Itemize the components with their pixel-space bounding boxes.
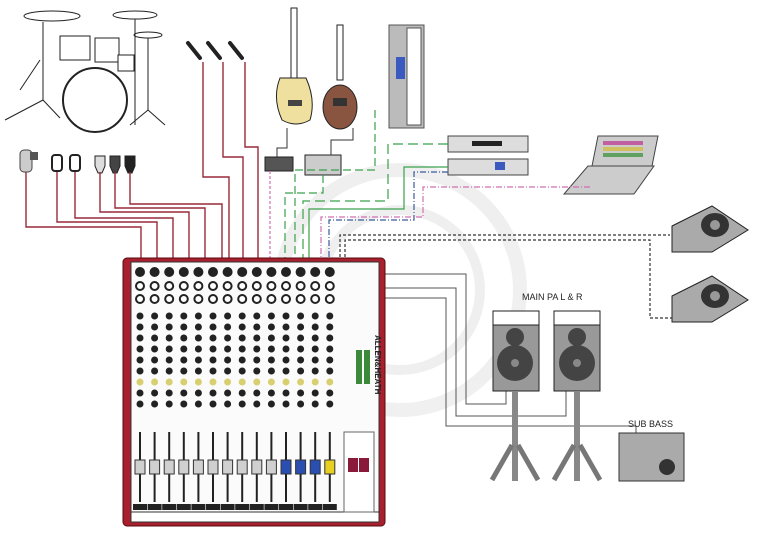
fader-cap[interactable] (134, 459, 146, 475)
drum-kit (4, 10, 166, 133)
channel-strip (322, 267, 337, 510)
sub-bass (618, 432, 685, 482)
mic-icon (124, 155, 136, 174)
mixer-brand: ALLEN&HEATH (373, 335, 382, 395)
mic-cables (25, 62, 259, 262)
fader-cap[interactable] (309, 459, 321, 475)
channel-strip (176, 267, 191, 510)
channel-strip (162, 267, 177, 510)
main-pa-speaker-left (489, 310, 541, 482)
effects-pedal (304, 154, 342, 176)
electric-guitar (322, 24, 358, 130)
channel-strip (191, 267, 206, 510)
mixer: ALLEN&HEATH (122, 257, 386, 527)
drum-mics (19, 149, 136, 174)
monitor-cables (339, 234, 675, 319)
keyboard (388, 24, 425, 129)
fader-cap[interactable] (149, 459, 161, 475)
stage-monitor (671, 275, 749, 323)
channel-strip (264, 267, 279, 510)
fader-cap[interactable] (163, 459, 175, 475)
bass-guitar (276, 7, 313, 125)
stage-monitor (671, 205, 749, 253)
fader-cap[interactable] (295, 459, 307, 475)
mic-clip-icon (51, 154, 63, 172)
channel-strip (293, 267, 308, 510)
fader-cap[interactable] (265, 459, 277, 475)
mic-icon (109, 155, 121, 174)
speaker-cables (380, 273, 637, 439)
fader-cap[interactable] (178, 459, 190, 475)
instrument-cables (269, 110, 590, 263)
fader-cap[interactable] (222, 459, 234, 475)
laptop (562, 135, 659, 195)
channel-strip (147, 267, 162, 510)
channel-strip (206, 267, 220, 510)
fader-cap[interactable] (280, 459, 292, 475)
channel-strip (279, 267, 293, 510)
main-pa-speaker-right (551, 310, 603, 482)
fader-cap[interactable] (324, 459, 336, 475)
mic-clip-icon (19, 149, 38, 173)
fader-cap[interactable] (251, 459, 263, 475)
channel-strip (133, 267, 147, 510)
channel-strip (235, 267, 250, 510)
fader-cap[interactable] (192, 459, 204, 475)
channel-strip (308, 267, 323, 510)
fader-cap[interactable] (236, 459, 248, 475)
di-box (264, 156, 294, 172)
cd-player (447, 135, 529, 153)
main-pa-label: MAIN PA L & R (522, 292, 583, 302)
channel-strip (249, 267, 264, 510)
sub-bass-label: SUB BASS (628, 419, 673, 429)
vocal-mics (186, 41, 244, 60)
channel-strip (220, 267, 235, 510)
mic-clip-icon (69, 154, 81, 172)
fader-cap[interactable] (207, 459, 219, 475)
mic-icon (94, 155, 106, 174)
effects-processor (447, 158, 529, 176)
